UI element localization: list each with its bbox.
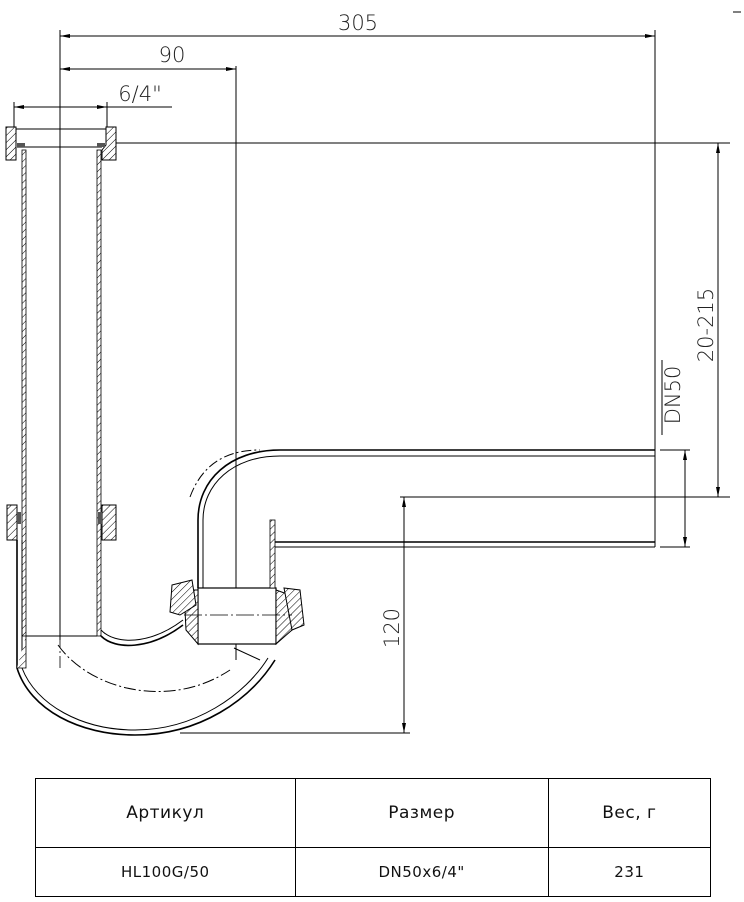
riser-pipe xyxy=(21,149,102,637)
spec-table: Артикул Размер Вес, г HL100G/50 DN50x6/4… xyxy=(35,778,712,897)
cell-article: HL100G/50 xyxy=(35,847,296,897)
dimension-label-120: 120 xyxy=(380,608,404,648)
header-size: Размер xyxy=(294,778,549,848)
dimension-dn50: DN50 xyxy=(660,360,690,548)
lower-nut xyxy=(6,504,117,541)
upper-nut xyxy=(5,126,117,161)
horizontal-outlet-pipe xyxy=(189,449,656,589)
dimension-label-305: 305 xyxy=(338,11,378,35)
cell-size: DN50x6/4" xyxy=(294,847,549,897)
dimension-label-20-215: 20-215 xyxy=(694,288,718,362)
dimension-label-dn50: DN50 xyxy=(661,366,685,425)
union-connector xyxy=(169,579,305,661)
j-bend xyxy=(16,540,276,736)
header-article: Артикул xyxy=(35,778,296,848)
dimension-label-thread: 6/4" xyxy=(118,82,161,106)
dimension-120: 120 xyxy=(180,497,410,734)
dimension-20-215: 20-215 xyxy=(400,143,730,498)
dimension-90: 90 xyxy=(60,43,237,660)
table-header-row: Артикул Размер Вес, г xyxy=(35,778,712,848)
dimension-thread: 6/4" xyxy=(13,82,172,128)
table-row: HL100G/50 DN50x6/4" 231 xyxy=(35,847,712,897)
dimension-label-90: 90 xyxy=(159,43,186,67)
header-weight: Вес, г xyxy=(547,778,712,848)
cell-weight: 231 xyxy=(547,847,712,897)
